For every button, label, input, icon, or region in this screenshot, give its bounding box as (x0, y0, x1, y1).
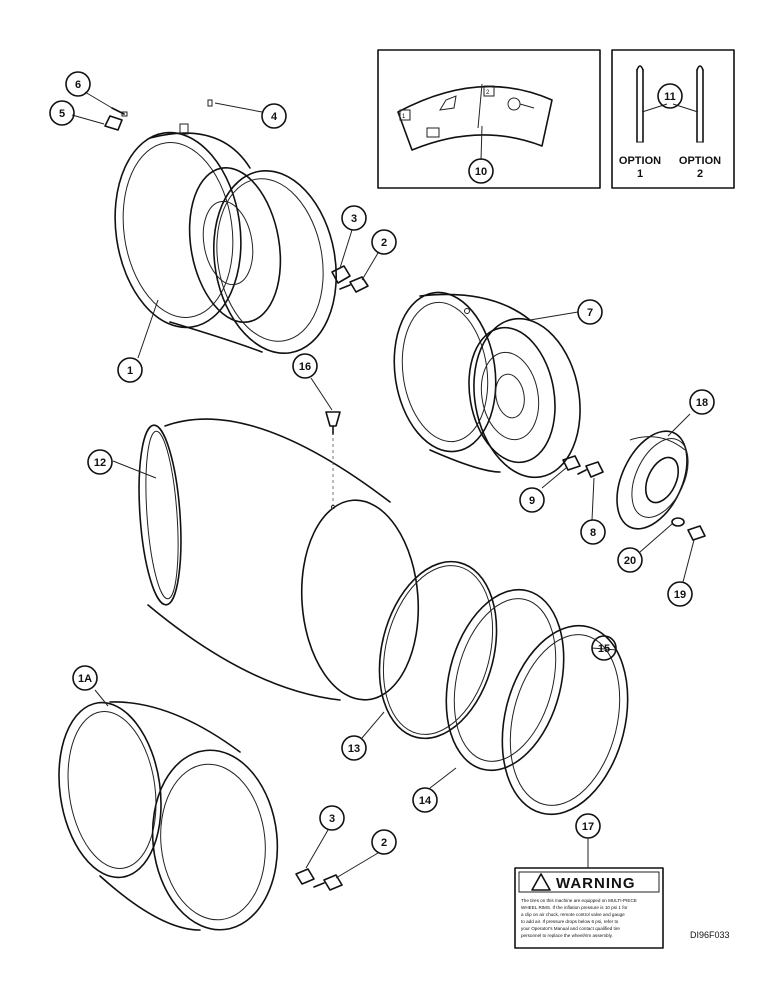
callout-3-top: 3 (341, 205, 367, 231)
svg-text:3: 3 (351, 213, 357, 225)
stud-option-2 (696, 65, 704, 143)
wheel-rim-1 (114, 123, 338, 354)
warning-line-1: The tires on this machine are equipped o… (521, 898, 637, 903)
svg-text:12: 12 (94, 457, 106, 469)
figure-code: DI96F033 (690, 930, 730, 940)
option-inset-box: OPTION 1 OPTION 2 (611, 49, 735, 189)
warning-line-5: your Operator's Manual and contact quali… (521, 926, 620, 931)
decal-panel-2-number: 2 (486, 90, 490, 96)
svg-text:18: 18 (696, 397, 708, 409)
stud-option-1 (636, 65, 644, 143)
callout-1a: 1A (72, 665, 98, 691)
bolt-2-bottom (313, 874, 343, 891)
warning-line-3: a clip on air chuck, remote control valv… (521, 912, 625, 917)
option-1-number: 1 (637, 168, 643, 180)
svg-text:6: 6 (75, 79, 81, 91)
callout-11: 11 (657, 83, 683, 109)
callout-14: 14 (412, 787, 438, 813)
svg-text:19: 19 (674, 589, 686, 601)
o-ring-13 (378, 560, 498, 740)
svg-text:2: 2 (381, 837, 387, 849)
decal-inset-box: 1 2 (377, 49, 601, 189)
leader-lines (71, 91, 699, 879)
weight-18 (616, 430, 689, 530)
callout-17: 17 (575, 813, 601, 839)
callout-1: 1 (117, 357, 143, 383)
warning-line-6: personnel to replace the wheel/rim assem… (521, 933, 613, 938)
callout-bubbles: 1 1A 2 2 3 3 4 5 6 7 8 9 10 11 12 13 14 … (49, 71, 715, 855)
callout-7: 7 (577, 299, 603, 325)
side-ring-15 (501, 624, 629, 816)
callout-15: 15 (591, 635, 617, 661)
callout-20: 20 (617, 547, 643, 573)
svg-text:3: 3 (329, 813, 335, 825)
callout-13: 13 (341, 735, 367, 761)
callout-6: 6 (65, 71, 91, 97)
svg-text:16: 16 (299, 361, 311, 373)
svg-text:10: 10 (475, 166, 487, 178)
callout-12: 12 (87, 449, 113, 475)
callout-18: 18 (689, 389, 715, 415)
svg-text:17: 17 (582, 821, 594, 833)
svg-text:4: 4 (271, 111, 278, 123)
decal-panel-1-number: 1 (402, 114, 406, 120)
callout-5: 5 (49, 100, 75, 126)
nut-3-top (331, 265, 351, 284)
callout-2-top: 2 (371, 229, 397, 255)
svg-text:1A: 1A (78, 673, 92, 685)
washer-20 (671, 517, 685, 527)
callout-16: 16 (292, 353, 318, 379)
lock-ring-14 (445, 588, 565, 772)
svg-text:14: 14 (419, 795, 432, 807)
bolt-19 (687, 525, 706, 541)
wheel-rim-1a (58, 701, 279, 931)
svg-text:13: 13 (348, 743, 360, 755)
tube-12 (138, 418, 420, 701)
warning-line-4: to add air. If pressure drops below 6 ps… (521, 919, 619, 924)
svg-text:8: 8 (590, 527, 596, 539)
svg-text:7: 7 (587, 307, 593, 319)
valve-16 (325, 411, 341, 435)
valve-core-6 (111, 107, 128, 117)
callout-3-bottom: 3 (319, 805, 345, 831)
valve-cap-4 (207, 99, 213, 107)
option-1-word: OPTION (619, 155, 661, 167)
valve-stem-5 (104, 115, 123, 131)
svg-text:15: 15 (598, 643, 610, 655)
nut-3-bottom (295, 868, 315, 885)
wheel-rim-7 (393, 291, 581, 479)
bolt-8 (577, 461, 604, 478)
svg-text:2: 2 (381, 237, 387, 249)
option-2-number: 2 (697, 168, 703, 180)
callout-10: 10 (468, 158, 494, 184)
callout-8: 8 (580, 519, 606, 545)
svg-text:11: 11 (664, 91, 676, 103)
bolt-2-top (339, 276, 369, 293)
nut-9 (562, 455, 581, 471)
option-2-word: OPTION (679, 155, 721, 167)
warning-line-2: WHEEL RIMS. If the inflation pressure is… (521, 905, 628, 910)
svg-text:20: 20 (624, 555, 636, 567)
callout-4: 4 (261, 103, 287, 129)
svg-text:1: 1 (127, 365, 133, 377)
svg-text:5: 5 (59, 108, 65, 120)
callout-9: 9 (519, 487, 545, 513)
warning-triangle-icon (531, 873, 551, 891)
callout-19: 19 (667, 581, 693, 607)
warning-title: WARNING (556, 875, 636, 892)
callout-2-bottom: 2 (371, 829, 397, 855)
svg-text:9: 9 (529, 495, 535, 507)
warning-decal: WARNING The tires on this machine are eq… (514, 867, 664, 949)
